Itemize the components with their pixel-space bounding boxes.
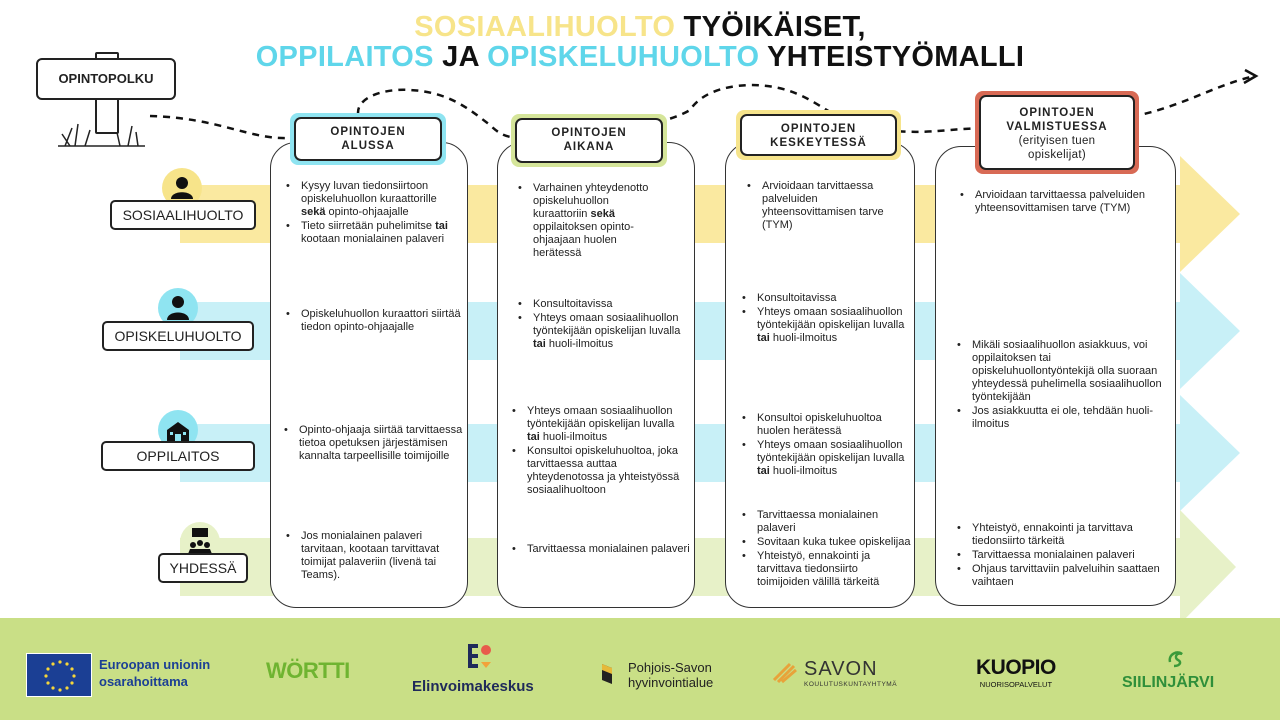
header-alussa-line1: OPINTOJEN — [330, 126, 406, 138]
title-opiskeluhuolto: OPISKELUHUOLTO — [487, 41, 760, 73]
savon-icon — [772, 660, 798, 684]
list-item: Konsultoitavissa — [740, 292, 908, 305]
cell-aikana-yhdessa: Tarvittaessa monialainen palaveri — [510, 543, 690, 557]
cell-aikana-sosiaalihuolto: Varhainen yhteydenotto opiskeluhuollon k… — [516, 182, 666, 261]
column-header-valmistuessa: OPINTOJEN VALMISTUESSA (erityisen tuen o… — [979, 95, 1135, 170]
list-item: Ohjaus tarvittaviin palveluihin saattaen… — [955, 563, 1165, 589]
pohjois-line2: hyvinvointialue — [628, 675, 714, 690]
list-item: Arvioidaan tarvittaessa palveluiden yhte… — [958, 189, 1158, 215]
cell-valmistuessa-opiskeluhuolto-oppilaitos: Mikäli sosiaalihuollon asiakkuus, voi op… — [955, 339, 1165, 432]
footer-logos: Euroopan unionin osarahoittama WÖRTTI El… — [0, 618, 1280, 720]
eu-flag-icon — [26, 653, 92, 697]
savon-logo: SAVON KOULUTUSKUNTAYHTYMÄ — [804, 658, 897, 688]
list-item: Opinto-ohjaaja siirtää tarvittaessa tiet… — [282, 424, 464, 463]
siilinjarvi-logo: SIILINJÄRVI — [1122, 674, 1215, 691]
elinvoimakeskus-logo: Elinvoimakeskus — [412, 678, 534, 695]
header-keskeytessa-line1: OPINTOJEN — [780, 123, 857, 135]
list-item: Konsultoi opiskeluhuoltoa, joka tarvitta… — [510, 445, 690, 497]
row-label-oppilaitos: OPPILAITOS — [101, 441, 255, 471]
list-item: Tarvittaessa monialainen palaveri — [955, 549, 1165, 562]
list-item: Opiskeluhuollon kuraattori siirtää tiedo… — [284, 308, 464, 334]
arrow-sosiaalihuolto — [1180, 156, 1240, 272]
header-alussa-line2: ALUSSA — [341, 140, 395, 152]
kuopio-sub: NUORISOPALVELUT — [979, 680, 1053, 689]
list-item: Konsultoi opiskeluhuoltoa huolen herätes… — [740, 412, 912, 438]
cell-keskeytessa-yhdessa: Tarvittaessa monialainen palaveri Sovita… — [740, 509, 912, 590]
list-item: Mikäli sosiaalihuollon asiakkuus, voi op… — [955, 339, 1165, 404]
wortti-logo: WÖRTTI — [266, 658, 350, 683]
title-yhteistyomalli: YHTEISTYÖMALLI — [759, 41, 1025, 73]
path-label: OPINTOPOLKU — [58, 71, 154, 86]
grass-icon — [58, 123, 145, 147]
list-item: Yhteys omaan sosiaalihuollon työntekijää… — [516, 312, 688, 351]
row-label-opiskeluhuolto: OPISKELUHUOLTO — [102, 321, 254, 351]
kuopio-title: KUOPIO — [976, 656, 1056, 679]
list-item: Tieto siirretään puhelimitse tai kootaan… — [284, 220, 464, 246]
list-item: Yhteys omaan sosiaalihuollon työntekijää… — [510, 405, 690, 444]
header-keskeytessa-line2: KESKEYTESSÄ — [770, 137, 867, 149]
cell-keskeytessa-opiskeluhuolto: Konsultoitavissa Yhteys omaan sosiaalihu… — [740, 292, 908, 346]
header-valmistuessa-line2: VALMISTUESSA — [1006, 121, 1108, 133]
row-label-sosiaalihuolto: SOSIAALIHUOLTO — [110, 200, 256, 230]
header-valmistuessa-line1: OPINTOJEN — [1019, 107, 1095, 119]
list-item: Jos asiakkuutta ei ole, tehdään huoli-il… — [955, 405, 1165, 431]
savon-title: SAVON — [804, 658, 878, 680]
pohjois-line1: Pohjois-Savon — [628, 660, 712, 675]
list-item: Yhteys omaan sosiaalihuollon työntekijää… — [740, 306, 908, 345]
row-label-yhdessa: YHDESSÄ — [158, 553, 248, 583]
title-sosiaalihuolto: SOSIAALIHUOLTO — [414, 11, 676, 43]
cell-alussa-sosiaalihuolto: Kysyy luvan tiedonsiirtoon opiskeluhuoll… — [284, 180, 464, 247]
arrow-oppilaitos — [1180, 395, 1240, 511]
cell-aikana-opiskeluhuolto: Konsultoitavissa Yhteys omaan sosiaalihu… — [516, 298, 688, 352]
pohjois-savon-logo: Pohjois-Savon hyvinvointialue — [628, 660, 713, 690]
column-header-alussa: OPINTOJEN ALUSSA — [294, 117, 442, 161]
column-header-aikana: OPINTOJEN AIKANA — [515, 118, 663, 163]
header-aikana-line2: AIKANA — [563, 141, 615, 153]
list-item: Arvioidaan tarvittaessa palveluiden yhte… — [745, 180, 907, 232]
cell-aikana-oppilaitos: Yhteys omaan sosiaalihuollon työntekijää… — [510, 405, 690, 498]
eu-logo-text: Euroopan unionin osarahoittama — [99, 656, 210, 690]
title-tyoikaiset: TYÖIKÄISET, — [675, 11, 866, 43]
header-aikana-line1: OPINTOJEN — [551, 127, 627, 139]
cell-keskeytessa-oppilaitos: Konsultoi opiskeluhuoltoa huolen herätes… — [740, 412, 912, 479]
column-header-keskeytessa: OPINTOJEN KESKEYTESSÄ — [740, 114, 897, 156]
arrow-yhdessa — [1180, 510, 1236, 624]
cell-alussa-opiskeluhuolto: Opiskeluhuollon kuraattori siirtää tiedo… — [284, 308, 464, 335]
cell-alussa-oppilaitos: Opinto-ohjaaja siirtää tarvittaessa tiet… — [282, 424, 464, 464]
list-item: Varhainen yhteydenotto opiskeluhuollon k… — [516, 182, 666, 260]
kuopio-logo: KUOPIO NUORISOPALVELUT — [976, 656, 1056, 689]
title-ja: JA — [433, 41, 488, 73]
header-valmistuessa-sub: (erityisen tuen opiskelijat) — [1018, 135, 1096, 161]
cell-keskeytessa-sosiaalihuolto: Arvioidaan tarvittaessa palveluiden yhte… — [745, 180, 907, 233]
pohjois-savon-icon — [600, 662, 614, 686]
list-item: Kysyy luvan tiedonsiirtoon opiskeluhuoll… — [284, 180, 464, 219]
elinvoima-icon — [464, 640, 494, 672]
savon-sub: KOULUTUSKUNTAYHTYMÄ — [804, 681, 898, 688]
list-item: Tarvittaessa monialainen palaveri — [510, 543, 690, 556]
list-item: Sovitaan kuka tukee opiskelijaa — [740, 536, 912, 549]
eu-line2: osarahoittama — [99, 674, 188, 689]
siilinjarvi-icon — [1164, 646, 1188, 668]
list-item: Yhteys omaan sosiaalihuollon työntekijää… — [740, 439, 912, 478]
list-item: Yhteistyö, ennakointi ja tarvittava tied… — [955, 522, 1165, 548]
eu-line1: Euroopan unionin — [99, 657, 211, 672]
signpost-board: OPINTOPOLKU — [36, 58, 176, 100]
cell-alussa-yhdessa: Jos monialainen palaveri tarvitaan, koot… — [284, 530, 464, 583]
list-item: Yhteistyö, ennakointi ja tarvittava tied… — [740, 550, 912, 589]
list-item: Jos monialainen palaveri tarvitaan, koot… — [284, 530, 464, 582]
page-title: SOSIAALIHUOLTO TYÖIKÄISET, OPPILAITOS JA… — [0, 12, 1280, 72]
arrow-opiskeluhuolto — [1180, 273, 1240, 389]
list-item: Konsultoitavissa — [516, 298, 688, 311]
title-oppilaitos: OPPILAITOS — [255, 41, 434, 73]
cell-valmistuessa-sosiaalihuolto: Arvioidaan tarvittaessa palveluiden yhte… — [958, 189, 1158, 216]
list-item: Tarvittaessa monialainen palaveri — [740, 509, 912, 535]
cell-valmistuessa-yhdessa: Yhteistyö, ennakointi ja tarvittava tied… — [955, 522, 1165, 590]
